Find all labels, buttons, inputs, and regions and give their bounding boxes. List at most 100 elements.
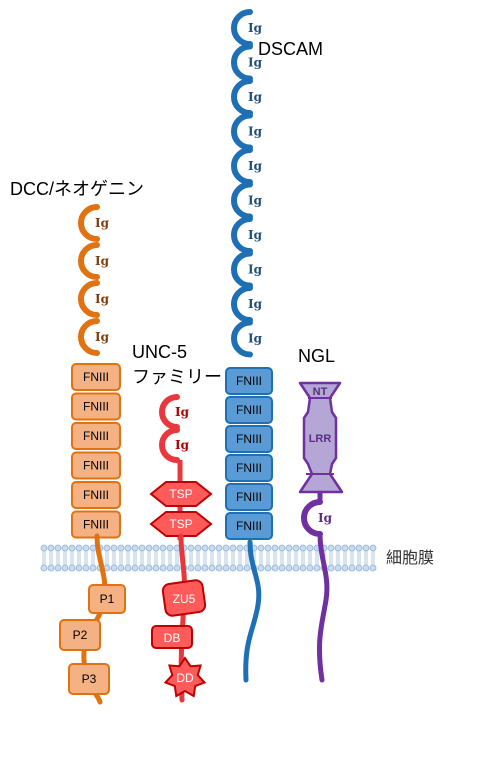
ngl-lrr-label: LRR <box>309 433 332 445</box>
dscam-fniii-1-label: FNIII <box>236 374 262 388</box>
dcc-neogenin-protein: IgIgIgIgFNIIIFNIIIFNIIIFNIIIFNIIIFNIIIP1… <box>59 204 126 705</box>
dcc-p3 <box>68 663 110 695</box>
lipid-head-top <box>40 544 48 559</box>
dscam-ig-10-loop <box>231 319 253 358</box>
lipid-head-bottom <box>313 557 321 572</box>
ngl-label: NGL <box>298 346 335 366</box>
dscam-fniii-4 <box>225 454 273 482</box>
dcc-fniii-2-label: FNIII <box>83 400 109 414</box>
lipid-head-bottom <box>159 557 167 572</box>
lipid-head-bottom <box>229 557 237 572</box>
dscam-ig-10-label: Ig <box>248 332 263 346</box>
dscam-ig-8-label: Ig <box>248 263 263 277</box>
unc5-label-line2: ファミリー <box>132 367 222 387</box>
lipid-head-bottom <box>117 557 125 572</box>
lipid-head-top <box>110 544 118 559</box>
dscam-ig-8-loop <box>231 250 253 289</box>
dcc-p2-label: P2 <box>73 628 88 642</box>
dcc-ig-1-label: Ig <box>95 216 110 230</box>
lipid-head-top <box>187 544 195 559</box>
lipid-head-top <box>236 544 244 559</box>
unc5-ig-2-label: Ig <box>175 438 190 452</box>
lipid-head-bottom <box>110 557 118 572</box>
lipid-head-bottom <box>327 557 335 572</box>
lipid-head-top <box>166 544 174 559</box>
dscam-ig-3-label: Ig <box>248 90 263 104</box>
dcc-ig-4-label: Ig <box>95 330 110 344</box>
lipid-head-bottom <box>306 557 314 572</box>
lipid-head-top <box>194 544 202 559</box>
dscam-fniii-3 <box>225 425 273 453</box>
lipid-head-top <box>201 544 209 559</box>
dscam-fniii-2-label: FNIII <box>236 403 262 417</box>
lipid-head-top <box>285 544 293 559</box>
dcc-ig-3-label: Ig <box>95 292 110 306</box>
dcc-fniii-3 <box>71 422 121 450</box>
dcc-ig-4-loop <box>78 318 100 356</box>
lipid-head-top <box>264 544 272 559</box>
lipid-head-bottom <box>103 557 111 572</box>
unc5-db <box>151 625 193 649</box>
lipid-head-bottom <box>138 557 146 572</box>
lipid-head-bottom <box>124 557 132 572</box>
lipid-head-top <box>215 544 223 559</box>
dcc-p3-label: P3 <box>82 672 97 686</box>
unc5-tsp-1 <box>149 481 213 507</box>
lipid-head-bottom <box>131 557 139 572</box>
lipid-head-top <box>292 544 300 559</box>
dcc-fniii-1-label: FNIII <box>83 370 109 384</box>
lipid-head-bottom <box>89 557 97 572</box>
unc5-db-label: DB <box>164 631 181 645</box>
lipid-head-top <box>229 544 237 559</box>
lipid-head-bottom <box>348 557 356 572</box>
lipid-head-top <box>362 544 370 559</box>
lipid-head-top <box>82 544 90 559</box>
dscam-label: DSCAM <box>258 39 323 59</box>
lipid-head-bottom <box>222 557 230 572</box>
lipid-head-top <box>145 544 153 559</box>
lipid-head-bottom <box>173 557 181 572</box>
lipid-head-top <box>138 544 146 559</box>
lipid-head-top <box>257 544 265 559</box>
lipid-head-top <box>355 544 363 559</box>
lipid-head-top <box>68 544 76 559</box>
dscam-ig-4-label: Ig <box>248 125 263 139</box>
lipid-head-bottom <box>278 557 286 572</box>
dscam-ig-9-loop <box>231 285 253 323</box>
dcc-fniii-2 <box>71 392 121 421</box>
dscam-fniii-6-label: FNIII <box>236 519 262 533</box>
lipid-head-top <box>61 544 69 559</box>
dscam-ig-9-label: Ig <box>248 297 263 311</box>
lipid-head-bottom <box>285 557 293 572</box>
dscam-ig-5-loop <box>231 147 253 185</box>
dscam-ig-1-loop <box>231 9 253 47</box>
dscam-ig-7-label: Ig <box>248 228 263 242</box>
unc5-ig-2-loop <box>159 427 180 463</box>
dcc-p1 <box>88 584 126 614</box>
membrane-label: 細胞膜 <box>386 549 434 567</box>
unc5-zu5-label: ZU5 <box>173 592 196 606</box>
lipid-head-bottom <box>236 557 244 572</box>
dcc-label: DCC/ネオゲニン <box>10 179 144 199</box>
lipid-head-bottom <box>362 557 370 572</box>
unc5-tsp-2 <box>149 511 213 537</box>
dcc-fniii-4 <box>71 451 121 480</box>
lipid-head-top <box>208 544 216 559</box>
lipid-head-top <box>117 544 125 559</box>
lipid-head-top <box>341 544 349 559</box>
dcc-ig-3-loop <box>78 280 100 318</box>
lipid-head-top <box>75 544 83 559</box>
lipid-head-bottom <box>145 557 153 572</box>
lipid-head-bottom <box>61 557 69 572</box>
lipid-head-top <box>306 544 314 559</box>
lipid-head-bottom <box>264 557 272 572</box>
dscam-fniii-5-label: FNIII <box>236 490 262 504</box>
lipid-head-top <box>369 544 377 559</box>
lipid-head-top <box>334 544 342 559</box>
dscam-fniii-5 <box>225 483 273 511</box>
unc5-ig-1-loop <box>159 394 180 430</box>
lipid-head-bottom <box>47 557 55 572</box>
lipid-head-top <box>348 544 356 559</box>
